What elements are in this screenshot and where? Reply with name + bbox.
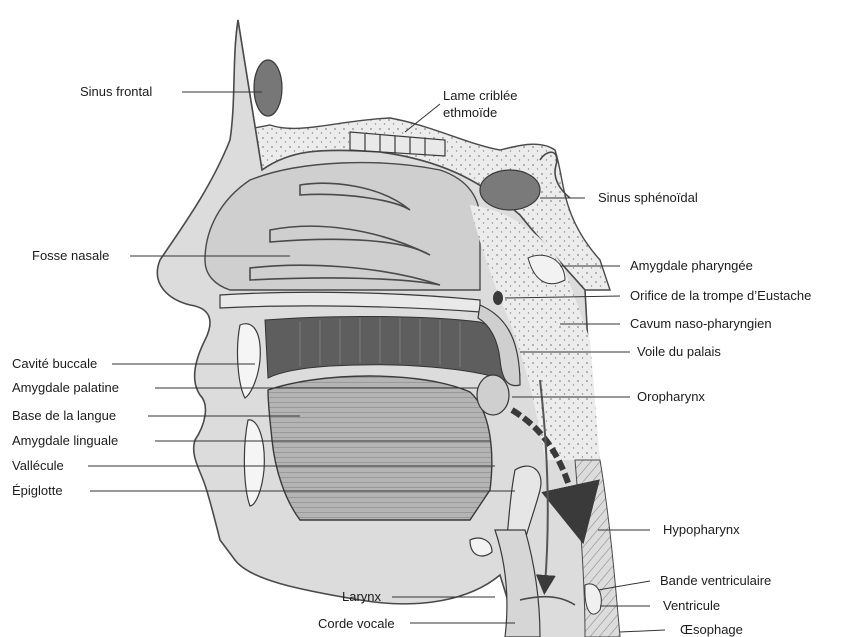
- label-amygdale-pharyngee: Amygdale pharyngée: [630, 258, 753, 273]
- label-ventricule: Ventricule: [663, 598, 720, 613]
- label-ethmoide: ethmoïde: [443, 105, 497, 120]
- label-oesophage: Œsophage: [680, 622, 743, 637]
- label-sinus-sphenoidal: Sinus sphénoïdal: [598, 190, 698, 205]
- sphenoid-sinus-shape: [480, 170, 540, 210]
- label-orifice-trompe: Orifice de la trompe d’Eustache: [630, 288, 811, 303]
- label-amygdale-linguale: Amygdale linguale: [12, 433, 118, 448]
- label-base-langue: Base de la langue: [12, 408, 116, 423]
- label-oropharynx: Oropharynx: [637, 389, 705, 404]
- palatine-tonsil-shape: [477, 375, 509, 415]
- label-corde-vocale: Corde vocale: [318, 616, 395, 631]
- label-lame-criblee: Lame criblée: [443, 88, 517, 103]
- label-epiglotte: Épiglotte: [12, 483, 63, 498]
- tongue: [268, 376, 492, 520]
- label-cavite-buccale: Cavité buccale: [12, 356, 97, 371]
- eustachian-orifice-shape: [493, 291, 503, 305]
- label-larynx: Larynx: [342, 589, 382, 604]
- label-amygdale-palatine: Amygdale palatine: [12, 380, 119, 395]
- label-sinus-frontal: Sinus frontal: [80, 84, 152, 99]
- frontal-sinus-shape: [254, 60, 282, 116]
- label-fosse-nasale: Fosse nasale: [32, 248, 109, 263]
- label-bande-ventriculaire: Bande ventriculaire: [660, 573, 771, 588]
- label-voile-palais: Voile du palais: [637, 344, 721, 359]
- label-vallecule: Vallécule: [12, 458, 64, 473]
- label-cavum: Cavum naso-pharyngien: [630, 316, 772, 331]
- label-hypopharynx: Hypopharynx: [663, 522, 740, 537]
